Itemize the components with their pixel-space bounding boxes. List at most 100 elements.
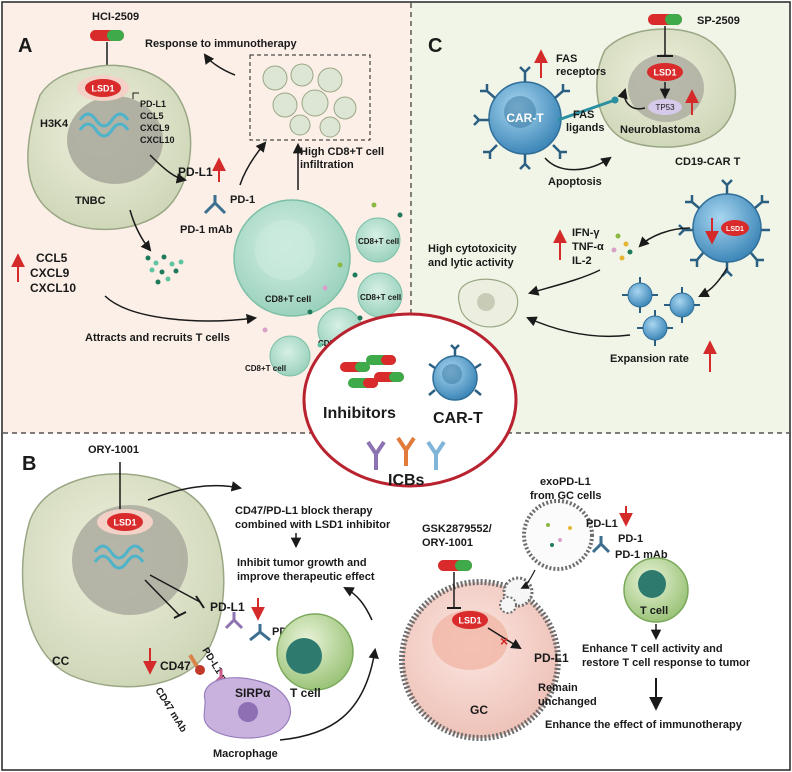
cytokine-il2: IL-2 bbox=[572, 255, 592, 267]
exo-pdl1-label: PD-L1 bbox=[586, 518, 618, 530]
panel-b-letter: B bbox=[22, 453, 36, 475]
macrophage-nucleus bbox=[238, 702, 258, 722]
lsd1-label-c: LSD1 bbox=[653, 68, 676, 78]
drug-gsk-label-1: GSK2879552/ bbox=[422, 523, 492, 535]
panel-c-letter: C bbox=[428, 35, 442, 57]
cd47-label: CD47 bbox=[160, 659, 191, 673]
drug-gsk-label-2: ORY-1001 bbox=[422, 537, 473, 549]
cytotox-label-2: and lytic activity bbox=[428, 257, 514, 269]
lsd1-enzyme-icon-gc bbox=[452, 611, 488, 629]
lysed-nucleus bbox=[477, 293, 495, 311]
small-tcell-label-2: CD8+T cell bbox=[360, 293, 401, 302]
chromatin-icon bbox=[78, 112, 130, 128]
inhibit-label-1: Inhibit tumor growth and bbox=[237, 557, 367, 569]
pd1-mab-icon bbox=[203, 195, 227, 215]
tiny-exosome bbox=[499, 596, 517, 614]
macrophage-label: Macrophage bbox=[213, 748, 278, 760]
scattered-chemokine-dots-icon bbox=[262, 202, 403, 348]
expansion-label: Expansion rate bbox=[610, 353, 689, 365]
panel-a-letter: A bbox=[18, 35, 32, 57]
cytokine-tnfa: TNF-α bbox=[572, 241, 604, 253]
inhibit-label-2: improve therapeutic effect bbox=[237, 571, 375, 583]
therapy-arrow bbox=[147, 481, 243, 501]
chromatin-icon-2 bbox=[78, 122, 130, 138]
cd47-receptor-icon bbox=[188, 653, 205, 675]
neuroblastoma-nucleus bbox=[628, 54, 704, 122]
unchanged-label-2: unchanged bbox=[538, 696, 597, 708]
cart-cell-icon bbox=[473, 66, 570, 170]
icbs-label: ICBs bbox=[388, 472, 425, 489]
chromatin-icon-b bbox=[93, 544, 145, 560]
inhibitors-label: Inhibitors bbox=[323, 405, 396, 422]
macrophage-to-gc-arrow bbox=[279, 647, 379, 741]
exo-label-1: exoPD-L1 bbox=[540, 476, 591, 488]
tnbc-to-pdl1-arrow bbox=[149, 154, 188, 184]
lsd1-cd47-bar bbox=[173, 611, 187, 619]
tcell-b2-nucleus bbox=[638, 570, 666, 598]
icb-antibodies-icon bbox=[366, 436, 446, 470]
cd19-to-cytokine-arrow bbox=[638, 227, 691, 248]
cd19-cart-label: CD19-CAR T bbox=[675, 156, 741, 168]
drug-pill-icon bbox=[90, 30, 124, 41]
exopdl1-vesicle bbox=[522, 499, 594, 571]
big-tcell-label: CD8+T cell bbox=[265, 294, 311, 304]
small-tcell bbox=[355, 217, 401, 263]
lsd1-enzyme-icon-c2 bbox=[721, 220, 749, 236]
chemokine-dots-icon bbox=[145, 254, 184, 285]
lsd1-enzyme-icon-b bbox=[107, 513, 143, 531]
promoter-arrow-icon bbox=[132, 92, 139, 99]
vesicle-cargo-icon bbox=[546, 523, 572, 547]
chemokine-cxcl9: CXCL9 bbox=[30, 266, 70, 280]
pdl1-label-a: PD-L1 bbox=[178, 165, 213, 179]
cytokine-ifng: IFN-γ bbox=[572, 227, 600, 239]
therapy-label-2: combined with LSD1 inhibitor bbox=[235, 519, 391, 531]
tcell-b-nucleus bbox=[286, 638, 322, 674]
apoptosis-arrow bbox=[544, 156, 612, 171]
small-tcell-label-4: CD8+T cell bbox=[245, 364, 286, 373]
lsd1-label-gc: LSD1 bbox=[458, 616, 481, 626]
cytotox-label-1: High cytotoxicity bbox=[428, 243, 518, 255]
drug-sp-2509: SP-2509 bbox=[697, 15, 740, 27]
cc-label: CC bbox=[52, 654, 70, 668]
center-cart-cell-icon bbox=[428, 344, 482, 401]
infiltrating-cells-icon bbox=[262, 63, 357, 138]
tnbc-label: TNBC bbox=[75, 195, 106, 207]
gc-label: GC bbox=[470, 703, 488, 717]
lsd1-pdl1-line bbox=[149, 574, 201, 603]
lsd1-label-c2: LSD1 bbox=[726, 226, 744, 233]
tp53-icon bbox=[648, 99, 682, 115]
big-tcell-nucleus bbox=[255, 220, 315, 280]
drug-hci-2509: HCI-2509 bbox=[92, 11, 139, 23]
exo-label-2: from GC cells bbox=[530, 490, 602, 502]
lsd1-enzyme-icon bbox=[85, 79, 121, 97]
tp53-to-fas-arrow bbox=[617, 87, 646, 110]
infiltration-label-1: High CD8+T cell bbox=[300, 146, 384, 158]
center-cart-label: CAR-T bbox=[433, 410, 483, 427]
tnbc-to-chemokine-arrow bbox=[129, 209, 152, 252]
sirpa-label: SIRPα bbox=[235, 686, 271, 700]
lsd1-enzyme-icon-c bbox=[647, 63, 683, 81]
expansion-to-target-arrow bbox=[526, 316, 631, 338]
tcell-label-b: T cell bbox=[290, 686, 321, 700]
inhibitor-pills-icon bbox=[340, 355, 404, 388]
cytokine-to-target-arrow bbox=[527, 269, 601, 296]
fas-receptor-icon bbox=[611, 96, 619, 104]
pd1-to-infiltration-arrow bbox=[239, 141, 267, 186]
small-cd8-tcells bbox=[269, 217, 403, 377]
apoptosis-label: Apoptosis bbox=[548, 176, 602, 188]
fas-ligand-icon bbox=[557, 98, 616, 122]
small-tcell bbox=[269, 335, 311, 377]
fas-ligands-2: ligands bbox=[566, 122, 605, 134]
tcell-label-b2: T cell bbox=[640, 605, 668, 617]
gene-cxcl9: CXCL9 bbox=[140, 123, 170, 133]
chemokine-ccl5: CCL5 bbox=[36, 251, 68, 265]
enhance-t-label-1: Enhance T cell activity and bbox=[582, 643, 723, 655]
fas-receptors-1: FAS bbox=[556, 53, 577, 65]
pd1-mab-label: PD-1 mAb bbox=[180, 224, 233, 236]
infiltration-box bbox=[249, 54, 371, 141]
cd19-to-expansion-arrow bbox=[698, 267, 728, 297]
pdl1-label-b: PD-L1 bbox=[210, 600, 245, 614]
cart-label-c: CAR-T bbox=[506, 111, 544, 125]
response-label: Response to immunotherapy bbox=[145, 38, 297, 50]
